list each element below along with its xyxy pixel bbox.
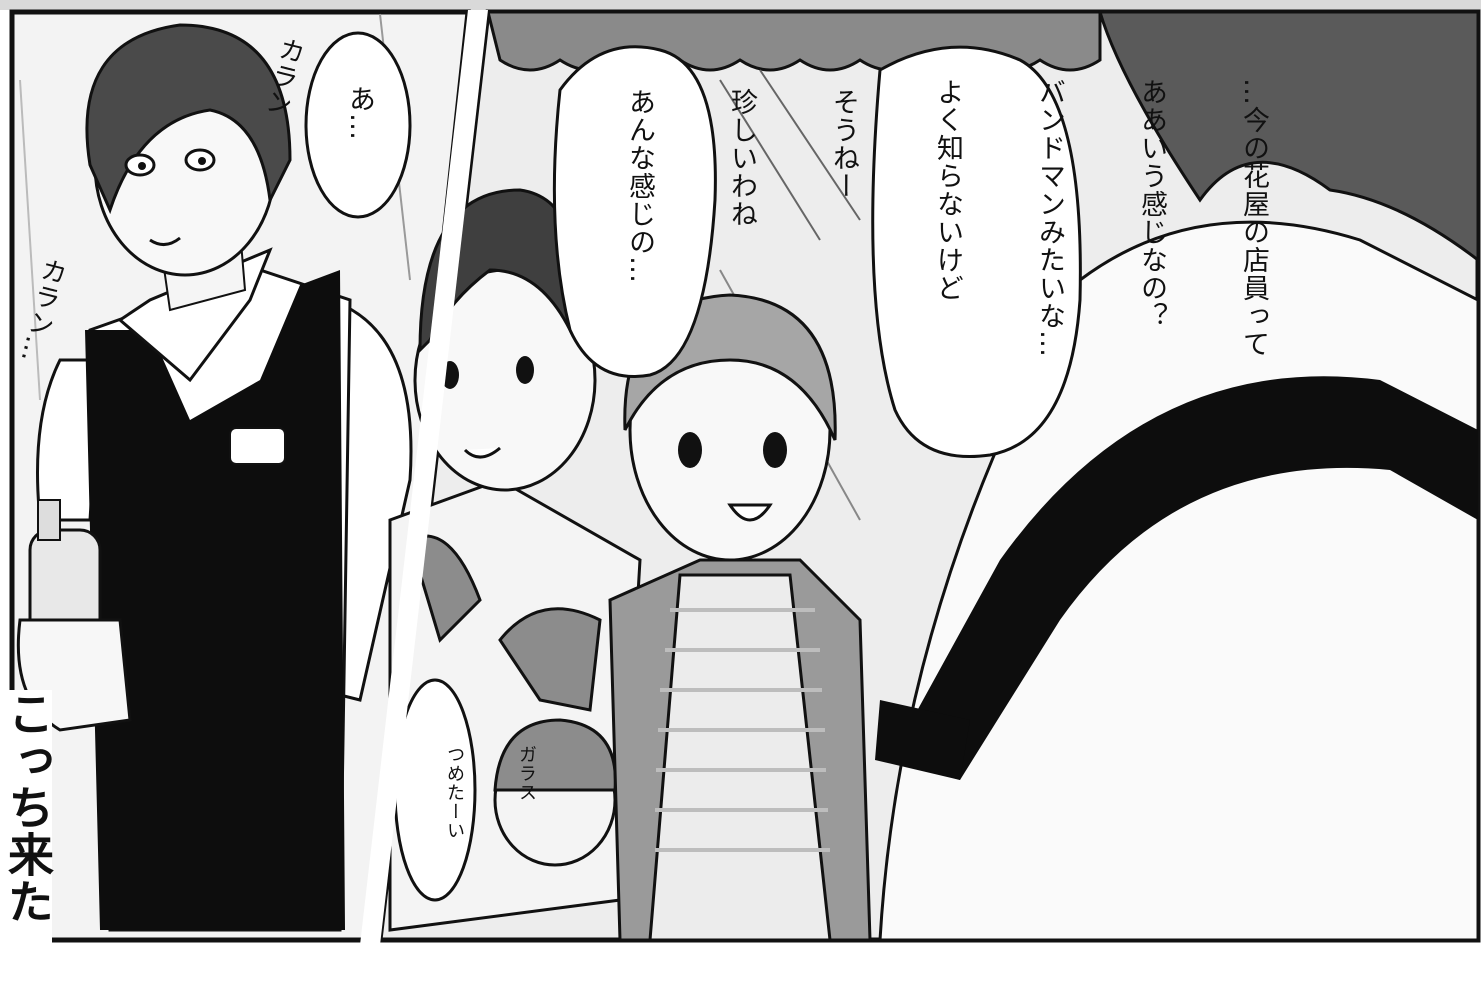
dialogue-boy: …今の花屋の店員って ああいう感じなの？ バンドマンみたいな… よく知らないけど: [896, 78, 1338, 448]
speech-bubble-mother: [552, 45, 717, 378]
dialogue-child-line-1: ガラス: [516, 745, 537, 802]
dialogue-child: ガラス つめたーい: [418, 745, 586, 875]
dialogue-boy-line-1: …今の花屋の店員って: [1238, 78, 1269, 358]
clerk-figure: [16, 23, 413, 932]
left-panel: [9, 9, 471, 943]
dialogue-clerk: あ…: [344, 85, 375, 141]
manga-page: [0, 0, 1481, 943]
child-figure: [408, 534, 617, 867]
dialogue-boy-line-4: よく知らないけど: [932, 78, 963, 302]
speech-bubble-boy: [871, 45, 1082, 459]
dialogue-mother-line-1: そうねー: [828, 88, 859, 200]
mother-figure: [608, 293, 872, 942]
side-text: こっち来た: [1, 690, 55, 990]
dialogue-mother: そうねー 珍しいわね あんな感じの…: [588, 88, 928, 358]
dialogue-child-line-2: つめたーい: [444, 745, 465, 840]
dialogue-boy-line-3: バンドマンみたいな…: [1034, 78, 1065, 358]
dialogue-boy-line-2: ああいう感じなの？: [1136, 78, 1167, 330]
speech-bubble-left: [304, 31, 412, 219]
dialogue-mother-line-2: 珍しいわね: [726, 88, 757, 228]
dialogue-mother-line-3: あんな感じの…: [624, 88, 655, 284]
right-panel: [377, 9, 1481, 943]
